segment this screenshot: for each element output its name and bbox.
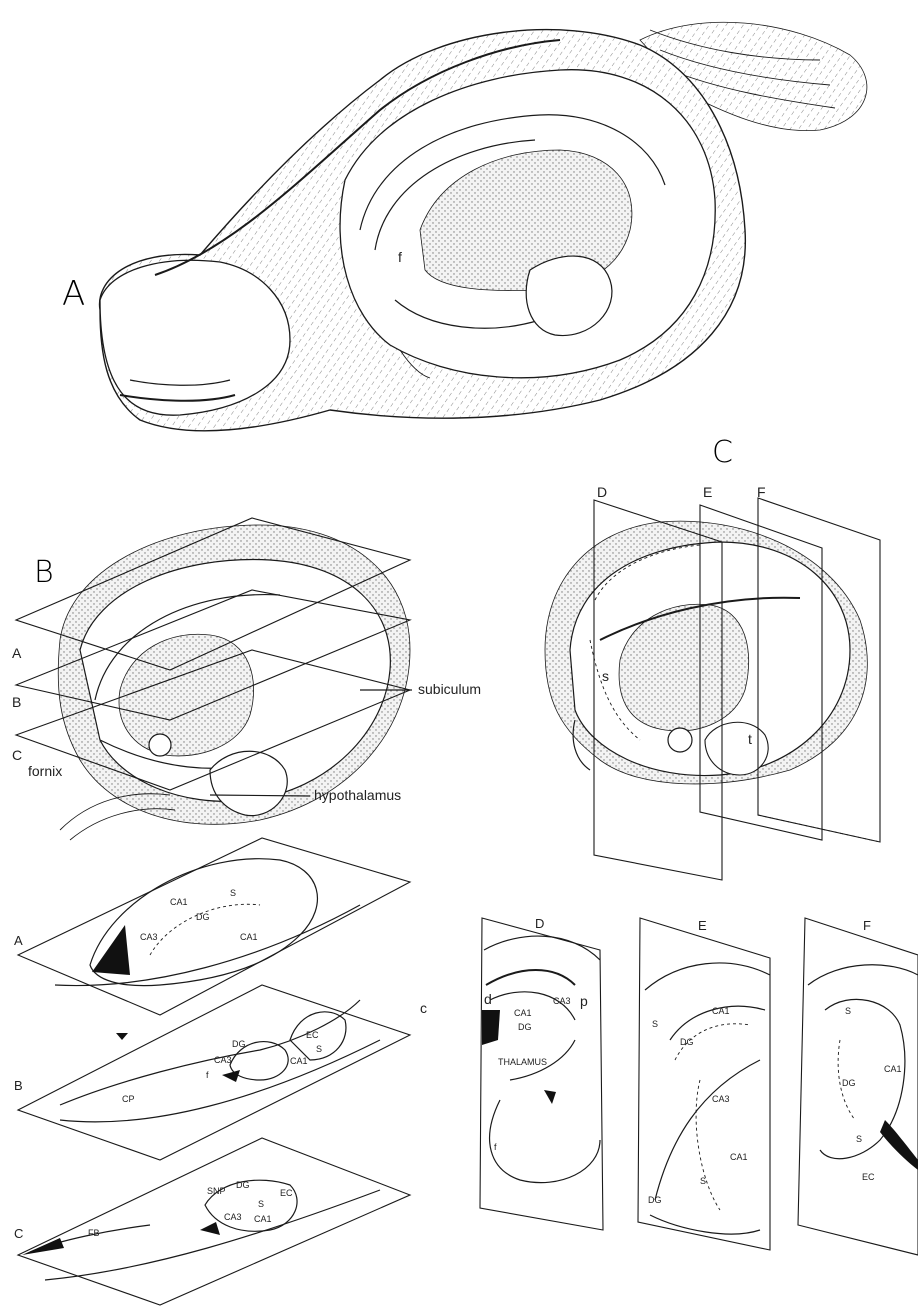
section-c-letter: C xyxy=(14,1226,23,1241)
section-a-ca3: CA3 xyxy=(140,932,158,942)
section-d-d: d xyxy=(484,991,492,1007)
section-c-fb: FB xyxy=(88,1228,100,1238)
panel-b-letter: B xyxy=(34,555,54,590)
section-d-dg: DG xyxy=(518,1022,532,1032)
section-e-ca1b: CA1 xyxy=(730,1152,748,1162)
hypothalamus-label: hypothalamus xyxy=(314,787,401,803)
section-c-dg: DG xyxy=(236,1180,250,1190)
panel-a-brain-drawing: f xyxy=(100,22,867,431)
section-e-s: S xyxy=(652,1019,658,1029)
section-d-ca3: CA3 xyxy=(553,996,571,1006)
subiculum-label: subiculum xyxy=(418,681,481,697)
section-b-ca1: CA1 xyxy=(290,1056,308,1066)
section-c-ca1: CA1 xyxy=(254,1214,272,1224)
fornix-label: fornix xyxy=(28,763,62,779)
plane-d-label: D xyxy=(597,484,607,500)
panel-c-small-letter: c xyxy=(420,1000,427,1016)
section-f-dg: DG xyxy=(842,1078,856,1088)
section-e-dg2: DG xyxy=(648,1195,662,1205)
section-b-ec: EC xyxy=(306,1030,319,1040)
section-e-ca1: CA1 xyxy=(712,1006,730,1016)
subiculum-s-label: s xyxy=(602,668,609,684)
section-a: A CA1 DG S CA3 CA1 xyxy=(14,838,410,1015)
section-c: C SNP DG EC S CA3 CA1 FB xyxy=(14,1138,410,1305)
section-e: E CA1 S DG CA3 CA1 S DG xyxy=(638,918,770,1250)
plane-c-label: C xyxy=(12,747,22,763)
section-f-s2: S xyxy=(856,1134,862,1144)
temporal-t-label: t xyxy=(748,731,752,747)
section-d-ca1: CA1 xyxy=(514,1008,532,1018)
section-d-thalamus: THALAMUS xyxy=(498,1057,547,1067)
section-b-dg: DG xyxy=(232,1039,246,1049)
plane-f-label: F xyxy=(757,484,766,500)
section-e-dg: DG xyxy=(680,1037,694,1047)
section-a-dg: DG xyxy=(196,912,210,922)
section-b-s: S xyxy=(316,1044,322,1054)
section-d-p: p xyxy=(580,993,588,1009)
section-f-letter: F xyxy=(863,918,871,933)
section-c-ca3: CA3 xyxy=(224,1212,242,1222)
section-c-s: S xyxy=(258,1199,264,1209)
section-a-ca1b: CA1 xyxy=(240,932,258,942)
section-b-cp: CP xyxy=(122,1094,135,1104)
fimbria-label: f xyxy=(398,249,402,265)
plane-a-label: A xyxy=(12,645,22,661)
plane-b-label: B xyxy=(12,694,21,710)
section-e-s2: S xyxy=(700,1176,706,1186)
plane-e-label: E xyxy=(703,484,712,500)
section-e-ca3: CA3 xyxy=(712,1094,730,1104)
section-c-ec: EC xyxy=(280,1188,293,1198)
section-f-ca1: CA1 xyxy=(884,1064,902,1074)
section-a-s: S xyxy=(230,888,236,898)
section-f: F S CA1 DG S EC xyxy=(798,918,918,1255)
section-a-letter: A xyxy=(14,933,23,948)
section-d-letter: D xyxy=(535,916,544,931)
section-b-letter: B xyxy=(14,1078,23,1093)
panel-a-letter: A xyxy=(62,274,85,314)
section-c-snp: SNP xyxy=(207,1186,226,1196)
section-b: B DG CA3 EC S CA1 f CP xyxy=(14,985,410,1160)
section-d: D d p CA1 CA3 DG THALAMUS f xyxy=(480,916,603,1230)
section-f-s: S xyxy=(845,1006,851,1016)
panel-c-planes xyxy=(594,498,880,880)
panel-c-letter: C xyxy=(712,435,733,470)
section-e-letter: E xyxy=(698,918,707,933)
section-f-ec: EC xyxy=(862,1172,875,1182)
section-b-ca3: CA3 xyxy=(214,1055,232,1065)
section-a-ca1: CA1 xyxy=(170,897,188,907)
